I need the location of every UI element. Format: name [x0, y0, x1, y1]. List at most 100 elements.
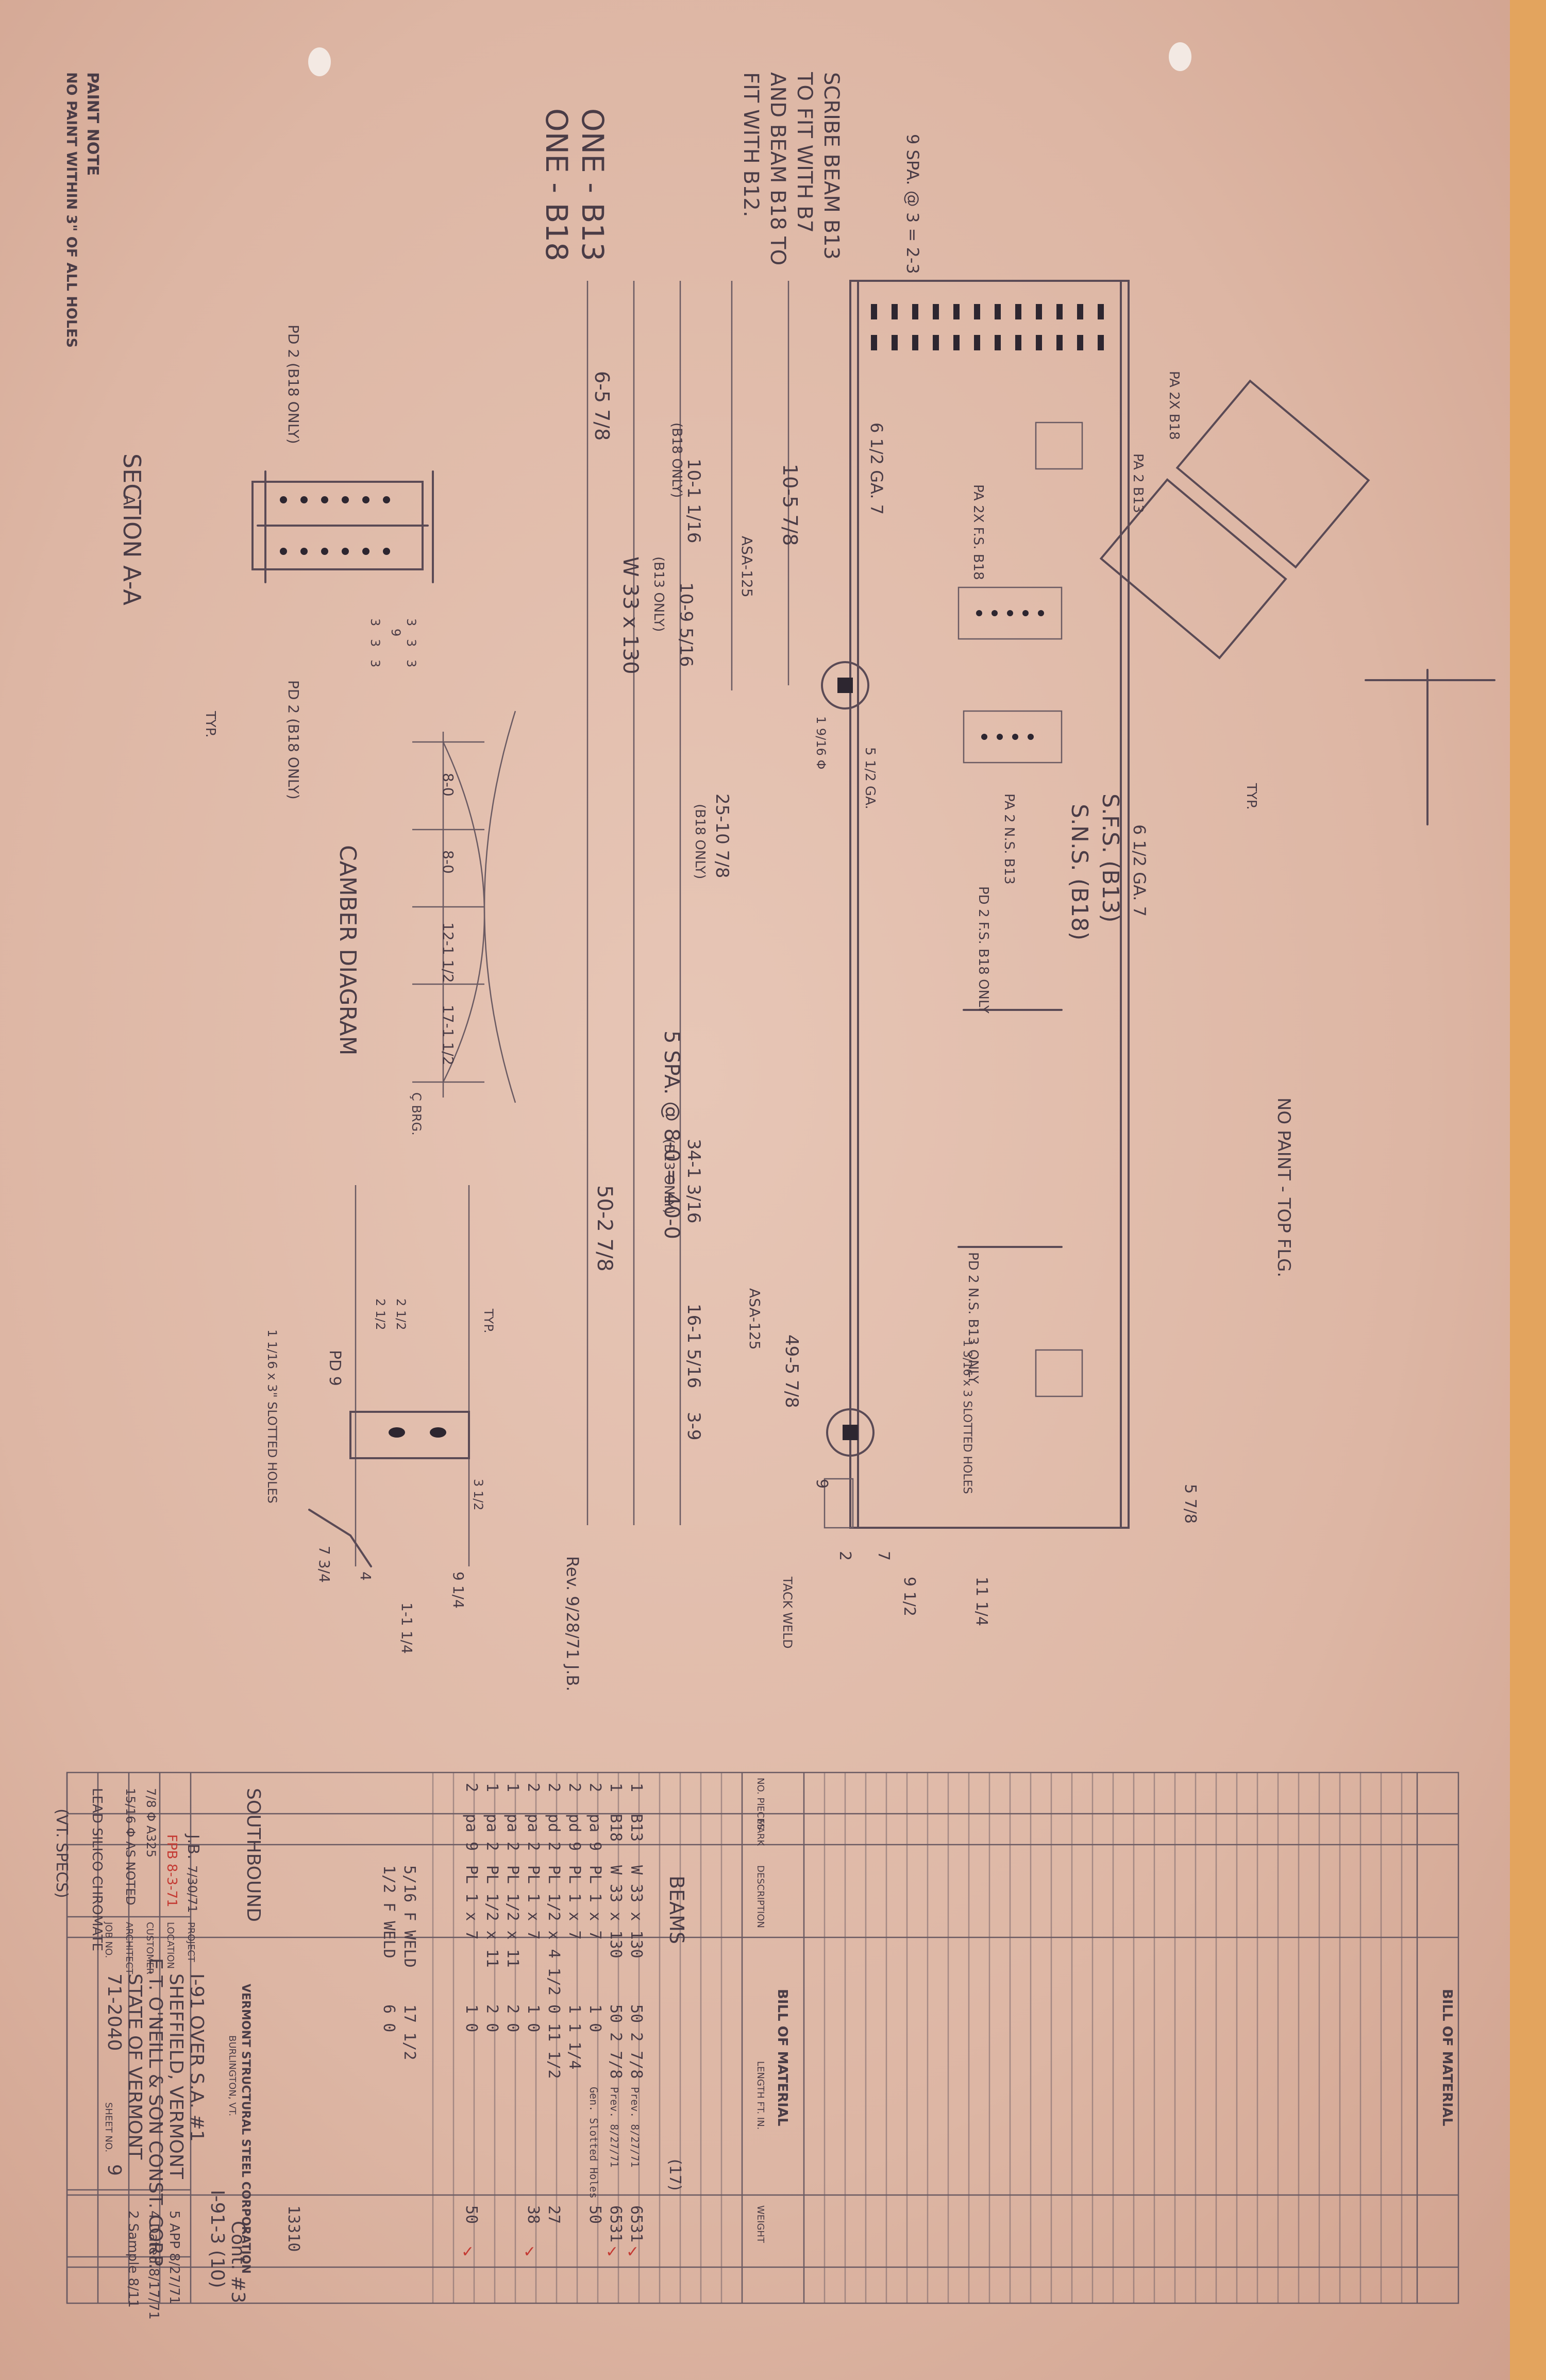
bom-note: Gen. Slotted Holes: [587, 2087, 600, 2199]
pd9-mark: PD 9: [326, 1350, 344, 1386]
tack-weld-label: TACK WELD: [780, 1576, 795, 1649]
bolt-hole: [912, 304, 918, 319]
drawn-date: 7/30/71: [185, 1865, 199, 1913]
bom-note: Prev. 8/27/71: [608, 2087, 620, 2168]
gage-52-label: 5 1/2 GA.: [862, 747, 878, 809]
stiffener-plate: [963, 710, 1063, 764]
bom-qty: 2: [545, 1783, 563, 1792]
bom-row: 1 B18 W 33 x 130 50 2 7/8 Prev. 8/27/71 …: [607, 1783, 625, 2242]
approval: 4 Dated 8/17/71: [146, 2210, 161, 2320]
paint-note-heading: PAINT NOTE: [83, 72, 102, 176]
pa2-label: PA 2 N.S. B13: [1001, 794, 1017, 885]
check-mark: ✓: [461, 2243, 474, 2261]
bolt-hole: [953, 335, 960, 350]
approval: 5 APP 8/27/71: [166, 2210, 182, 2304]
connection-plate: [1175, 379, 1370, 569]
bom-qty: 1: [503, 1783, 522, 1792]
dim-text: (B13 ONLY): [661, 1139, 677, 1214]
bom-weight: 50: [462, 2205, 480, 2224]
pd9-slot: 1 1/16 x 3" SLOTTED HOLES: [265, 1329, 279, 1504]
check-mark: ✓: [523, 2243, 536, 2261]
no-paint-label: NO PAINT - TOP FLG.: [1273, 1098, 1294, 1277]
section-bolt-dim: 3: [404, 639, 418, 647]
member-mark-b18: ONE - B18: [539, 108, 574, 261]
bom-qty: 2: [524, 1783, 542, 1792]
beam-spacing-label: 5 SPA. @ 8-0 = 40-0: [660, 1031, 683, 1239]
dim-text: 10-5 7/8: [779, 464, 801, 546]
section-bolt-dim: 3: [404, 660, 418, 667]
bom-desc: PL 1/2 x 11: [483, 1865, 501, 1968]
dimension-texts: 6-5 7/8 10-5 7/8 10-1 1/16 (B18 ONLY) 10…: [591, 371, 1199, 1626]
bom-desc: W 33 x 130: [607, 1865, 625, 1959]
check-mark: ✓: [606, 2243, 618, 2261]
bom-title-left: BILL OF MATERIAL: [775, 1989, 790, 2126]
bom-group-no: (17): [666, 2159, 684, 2191]
beam-length-label: 50-2 7/8: [593, 1185, 616, 1272]
bom-length: 2 0: [503, 2004, 522, 2032]
customer: E.T. O'NEILL & SON CONST. CORP.: [145, 1958, 166, 2269]
pa2-b13-label: PA 2 B13: [1130, 453, 1146, 513]
pd9-dim: 1-1 1/4: [398, 1602, 415, 1654]
contract: Cont. #3: [227, 2221, 248, 2303]
bom-mark: pa 2: [483, 1814, 501, 1851]
dim-text: 34-1 3/16: [683, 1139, 704, 1223]
bom-qty: 1: [607, 1783, 625, 1792]
pd9-dim: 7 3/4: [316, 1546, 333, 1583]
bom-mark: pd 2: [545, 1814, 563, 1851]
title-block: VERMONT STRUCTURAL STEEL CORPORATION BUR…: [53, 1773, 264, 2320]
project: I-91 OVER S.A. #1: [186, 1973, 207, 2142]
pd9-typ: TYP.: [481, 1308, 496, 1334]
gage-top: 6 1/2 GA. 7: [867, 423, 886, 515]
dim-text: (B18 ONLY): [692, 804, 708, 879]
dim-text: 9 1/2: [900, 1577, 918, 1616]
scribe-note-line: FIT WITH B12.: [739, 72, 763, 217]
slot-hole: [389, 1427, 405, 1438]
bom-mark: pa 2: [524, 1814, 542, 1851]
sheet-no: 9: [104, 2164, 125, 2176]
typ-label: TYP.: [1243, 783, 1259, 810]
bom-mark: pa 2: [503, 1814, 522, 1851]
bom-note: Prev. 8/27/71: [629, 2087, 641, 2168]
bom-mark: pd 9: [565, 1814, 583, 1851]
bom-qty: 1: [627, 1783, 645, 1792]
bom-qty: 1: [483, 1783, 501, 1792]
pd2-fs-label: PD 2 F.S. B18 ONLY: [976, 886, 991, 1014]
dim-text: 6-5 7/8: [591, 371, 613, 441]
checked-by: FPB 8-3-71: [164, 1834, 179, 1908]
bolt-hole: [1098, 304, 1104, 319]
bolt-hole: [1015, 335, 1021, 350]
pd9-dim: 2 1/2: [373, 1298, 388, 1330]
paint-note-tb: LEAD SILICO CHROMATE: [89, 1788, 105, 1951]
section-bolt-dim: 3: [404, 618, 418, 626]
section-title: SECTION A-A: [118, 453, 146, 605]
sheet-edge: [1510, 0, 1546, 2380]
camber-span: 8-0: [440, 773, 457, 797]
bolt-hole: [974, 335, 980, 350]
pd9-angle: [308, 1509, 372, 1567]
bolts-note: 7/8 Φ A325: [144, 1788, 158, 1858]
pd9-plate: [349, 1411, 470, 1459]
bom-weight: 6531: [627, 2205, 645, 2242]
bom-weight: 27: [545, 2205, 563, 2224]
scribe-note: SCRIBE BEAM B13 TO FIT WITH B7 AND BEAM …: [739, 72, 843, 265]
pd9-detail: PD 9 1 1/16 x 3" SLOTTED HOLES 2 1/2 2 1…: [265, 1185, 496, 1654]
camber-title: CAMBER DIAGRAM: [334, 845, 361, 1055]
bearing-circle: [821, 661, 869, 710]
clip-plate: [1035, 421, 1083, 470]
bom-row: 2 pa 2 PL 1 x 7 1 0 38: [524, 1783, 542, 2224]
bom-row: 1 pa 2 PL 1/2 x 11 2 0: [483, 1783, 501, 2032]
sfs-label: S.F.S. (B13): [1097, 794, 1123, 923]
skewed-connection: [1099, 379, 1370, 660]
dim-text: 2: [836, 1551, 854, 1561]
clip-plate: [1035, 1349, 1083, 1397]
bolt-hole: [892, 335, 898, 350]
bom-length: 2 0: [483, 2004, 501, 2032]
bolt-hole: [1077, 304, 1083, 319]
bolt-hole: [1015, 304, 1021, 319]
bolt-hole: [953, 304, 960, 319]
section-bolt-dim: 3: [368, 660, 382, 667]
holes-note: 15/16 Φ AS NOTED: [123, 1788, 138, 1905]
weld-note: 1/2 F WELD: [380, 1865, 398, 1959]
beam-outline: [849, 280, 1130, 1529]
